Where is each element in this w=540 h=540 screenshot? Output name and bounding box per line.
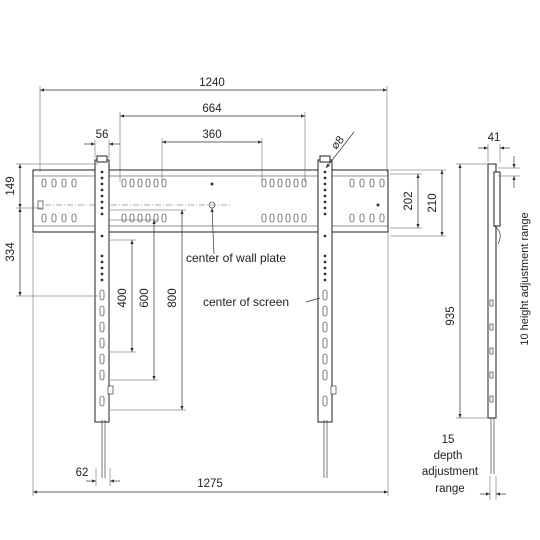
side-lock-icon	[37, 200, 44, 210]
side-holes	[489, 299, 494, 403]
dim-360: 360	[161, 129, 263, 182]
right-arm-holes	[322, 170, 328, 407]
dim-800-label: 800	[167, 288, 179, 307]
annotation-wall-plate-center: center of wall plate	[186, 207, 286, 265]
dim-360-label: 360	[202, 129, 221, 141]
dim-1240: 1240	[39, 77, 388, 172]
right-arm	[317, 155, 337, 478]
center-screen-label: center of screen	[203, 295, 289, 309]
dim-depth-adjust: 15 depth adjustment range	[422, 434, 506, 500]
dim-202-label: 202	[403, 191, 415, 210]
left-arm-lock-icon	[107, 385, 114, 395]
side-view	[487, 163, 501, 474]
dim-62: 62	[76, 467, 120, 486]
depth-label-line3: range	[435, 483, 464, 495]
left-arm-hook	[96, 155, 108, 163]
wall-plate	[32, 169, 389, 233]
dim-1275: 1275	[32, 232, 389, 496]
dim-935: 935	[445, 163, 488, 419]
annotation-screen-center: center of screen	[203, 295, 321, 309]
dim-334-label: 334	[5, 242, 17, 262]
wall-plate-slots-top	[41, 178, 385, 188]
dim-56-label: 56	[96, 129, 109, 141]
dim-height-adjust: 10 height adjustment range	[498, 156, 531, 346]
dim-56: 56	[84, 129, 120, 158]
top-hole-icon	[210, 182, 214, 186]
center-wall-plate-label: center of wall plate	[186, 251, 286, 265]
dim-664-label: 664	[202, 103, 222, 115]
dim-202: 202	[390, 173, 422, 229]
dim-1240-label: 1240	[199, 77, 225, 89]
dim-210: 210	[390, 169, 446, 237]
dim-800: 800	[110, 209, 186, 411]
height-adjust-label: 10 height adjustment range	[519, 212, 531, 345]
dim-62-label: 62	[76, 467, 89, 479]
depth-label-line1: depth	[434, 450, 463, 462]
dim-400: 400	[110, 239, 136, 353]
dim-664: 664	[119, 103, 306, 182]
right-arm-hook	[319, 155, 331, 163]
depth-label-line2: adjustment	[422, 466, 479, 478]
dim-diameter-8: ⌀8	[325, 131, 355, 169]
dim-600: 600	[110, 219, 158, 381]
dim-600-label: 600	[139, 288, 151, 307]
dim-149-label: 149	[5, 176, 17, 195]
side-profile	[487, 163, 497, 419]
dim-210-label: 210	[427, 193, 439, 212]
right-arm-lock-icon	[330, 385, 337, 395]
left-arm	[94, 155, 114, 478]
side-bracket	[493, 171, 501, 227]
side-hole-icon	[376, 203, 380, 207]
dim-41-label: 41	[488, 132, 501, 144]
dim-149: 149	[5, 163, 98, 209]
dim-1275-label: 1275	[197, 478, 223, 490]
depth-value-label: 15	[442, 434, 455, 446]
dim-diameter-label: ⌀8	[329, 134, 347, 152]
dim-334: 334	[5, 208, 98, 297]
dim-41: 41	[478, 132, 510, 162]
wall-plate-body	[32, 169, 389, 233]
dim-400-label: 400	[117, 288, 129, 307]
left-arm-holes	[99, 170, 105, 407]
dim-935-label: 935	[445, 306, 457, 325]
